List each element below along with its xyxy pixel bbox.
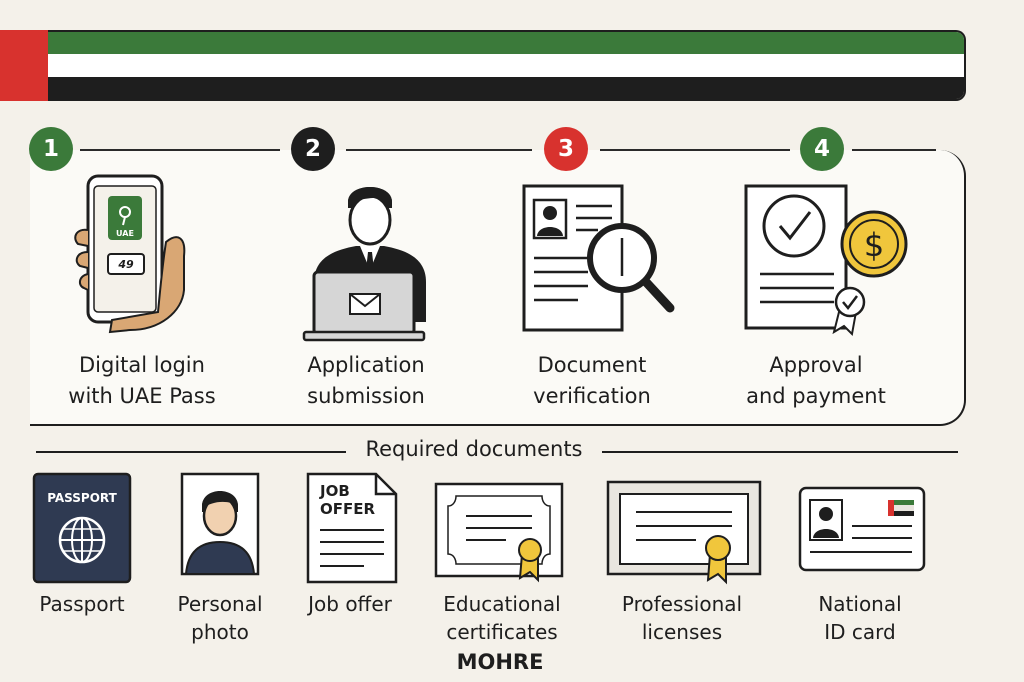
person-laptop-icon	[302, 187, 426, 342]
section-divider-left	[36, 451, 346, 453]
phone-code-text: 49	[117, 258, 134, 271]
job-offer-text-line1: JOB	[319, 482, 350, 500]
doc-label-line: National	[818, 592, 902, 616]
flag-green-stripe	[48, 32, 964, 55]
flag-black-stripe	[48, 76, 964, 99]
flag-red-band	[0, 30, 50, 101]
required-documents-title: Required documents	[365, 437, 583, 461]
step-label-2: Application submission	[266, 350, 466, 412]
doc-label-passport: Passport	[12, 590, 152, 618]
step-number-2: 2	[291, 127, 335, 171]
step-label-line: verification	[533, 384, 651, 408]
license-icon	[606, 480, 762, 585]
job-offer-icon: JOB OFFER	[306, 472, 398, 584]
doc-label-line: Professional	[621, 592, 743, 616]
doc-label-photo: Personal photo	[150, 590, 290, 646]
doc-label-line: photo	[191, 620, 249, 644]
step-label-line: and payment	[746, 384, 886, 408]
step-connector	[600, 149, 790, 151]
doc-label-job-offer: Job offer	[280, 590, 420, 618]
step-connector	[80, 149, 280, 151]
step-number-3: 3	[544, 127, 588, 171]
step-label-3: Document verification	[492, 350, 692, 412]
doc-label-line: certificates	[446, 620, 558, 644]
flag-white-stripe	[48, 54, 964, 77]
phone-uae-pass-icon: UAE 49	[74, 174, 186, 334]
passport-cover-text: PASSPORT	[47, 491, 117, 505]
flag-stripes	[48, 30, 966, 101]
doc-label-line: ID card	[824, 620, 896, 644]
svg-text:$: $	[864, 226, 884, 264]
step-label-line: Document	[537, 353, 647, 377]
step-number-1: 1	[29, 127, 73, 171]
document-magnifier-icon	[522, 184, 675, 332]
doc-label-line: Educational	[443, 592, 561, 616]
doc-label-line: Passport	[39, 592, 125, 616]
doc-label-line: licenses	[641, 620, 723, 644]
step-connector	[852, 149, 936, 151]
approval-coin-icon: $	[744, 184, 908, 337]
certificate-icon	[434, 482, 564, 583]
job-offer-text-line2: OFFER	[320, 500, 375, 518]
step-number-4: 4	[800, 127, 844, 171]
id-card-icon	[798, 486, 926, 572]
step-connector	[346, 149, 532, 151]
doc-label-certificates: Educational certificates	[424, 590, 580, 646]
photo-icon	[180, 472, 260, 576]
doc-label-licenses: Professional licenses	[600, 590, 764, 646]
step-label-line: submission	[307, 384, 425, 408]
phone-badge-text: UAE	[116, 229, 134, 238]
step-label-line: Application	[307, 353, 425, 377]
section-divider-right	[602, 451, 958, 453]
step-label-1: Digital login with UAE Pass	[42, 350, 242, 412]
doc-label-id-card: National ID card	[790, 590, 930, 646]
uae-flag-banner	[0, 30, 966, 101]
mohre-label: MOHRE	[456, 650, 544, 674]
passport-icon: PASSPORT	[32, 472, 132, 584]
doc-label-line: Job offer	[308, 592, 392, 616]
step-label-line: with UAE Pass	[68, 384, 216, 408]
step-label-line: Approval	[769, 353, 863, 377]
doc-label-line: Personal	[177, 592, 263, 616]
step-label-line: Digital login	[79, 353, 205, 377]
step-label-4: Approval and payment	[716, 350, 916, 412]
